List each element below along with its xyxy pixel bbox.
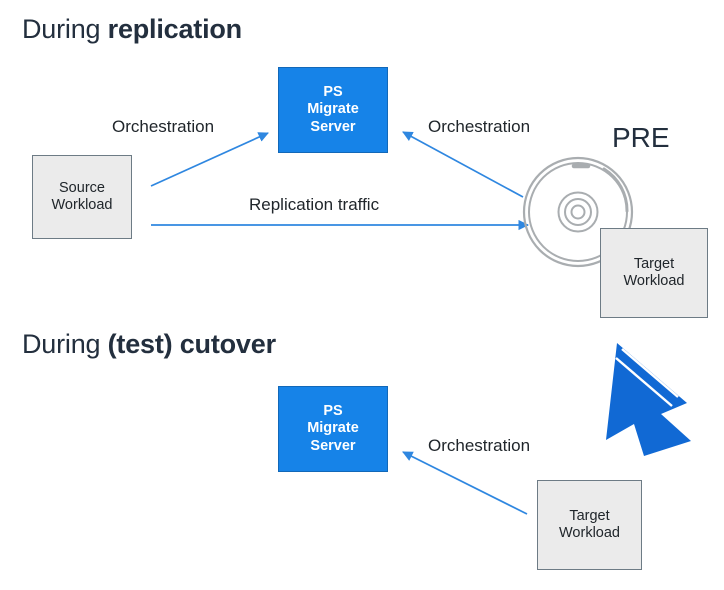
node-target-workload-bottom-line1: Target [569, 507, 610, 524]
node-target-workload-bottom-label: Target Workload [559, 508, 620, 542]
node-source-workload-label: Source Workload [52, 180, 113, 214]
section-title-cutover: During (test) cutover [22, 329, 276, 360]
section-title-cutover-emphasis: (test) cutover [107, 329, 276, 359]
node-source-workload-line1: Source [59, 179, 105, 196]
section-title-replication: During replication [22, 14, 242, 45]
arrow-orchestration-target-to-server [402, 451, 528, 515]
arrow-orchestration-source-to-server [150, 132, 269, 187]
node-target-workload-top-line2: Workload [623, 273, 685, 289]
node-target-workload-bottom-line2: Workload [559, 525, 620, 541]
node-ps-migrate-server-bottom-line3: Server [310, 437, 356, 454]
node-target-workload-bottom[interactable]: Target Workload [537, 480, 642, 570]
node-target-workload-top[interactable]: Target Workload [600, 228, 708, 318]
edge-label-orchestration-bottom: Orchestration [428, 436, 531, 455]
node-ps-migrate-server-top-line2: Migrate [307, 101, 359, 118]
node-ps-migrate-server-top-line3: Server [310, 118, 356, 135]
edge-label-orchestration-right: Orchestration [428, 117, 531, 136]
node-ps-migrate-server-bottom-line2: Migrate [307, 420, 359, 437]
arrow-orchestration-pre-to-server [402, 131, 524, 198]
edge-label-orchestration-left: Orchestration [112, 117, 215, 136]
big-down-arrow-icon [606, 343, 691, 456]
section-title-replication-prefix: During [22, 14, 108, 44]
node-target-workload-top-label: Target Workload [624, 256, 685, 290]
node-source-workload[interactable]: Source Workload [32, 155, 132, 239]
node-ps-migrate-server-bottom-label: PS Migrate Server [307, 403, 359, 454]
node-source-workload-line2: Workload [51, 197, 113, 213]
pre-platform-label: PRE [612, 122, 670, 153]
section-title-cutover-prefix: During [22, 329, 108, 359]
node-ps-migrate-server-bottom-line1: PS [323, 403, 343, 420]
node-ps-migrate-server-bottom[interactable]: PS Migrate Server [278, 386, 388, 472]
node-target-workload-top-line1: Target [633, 255, 675, 272]
node-ps-migrate-server-top-line1: PS [323, 84, 343, 101]
section-title-replication-emphasis: replication [107, 14, 243, 44]
node-ps-migrate-server-top-label: PS Migrate Server [307, 84, 359, 135]
node-ps-migrate-server-top[interactable]: PS Migrate Server [278, 67, 388, 153]
edge-label-replication-traffic: Replication traffic [249, 195, 380, 214]
